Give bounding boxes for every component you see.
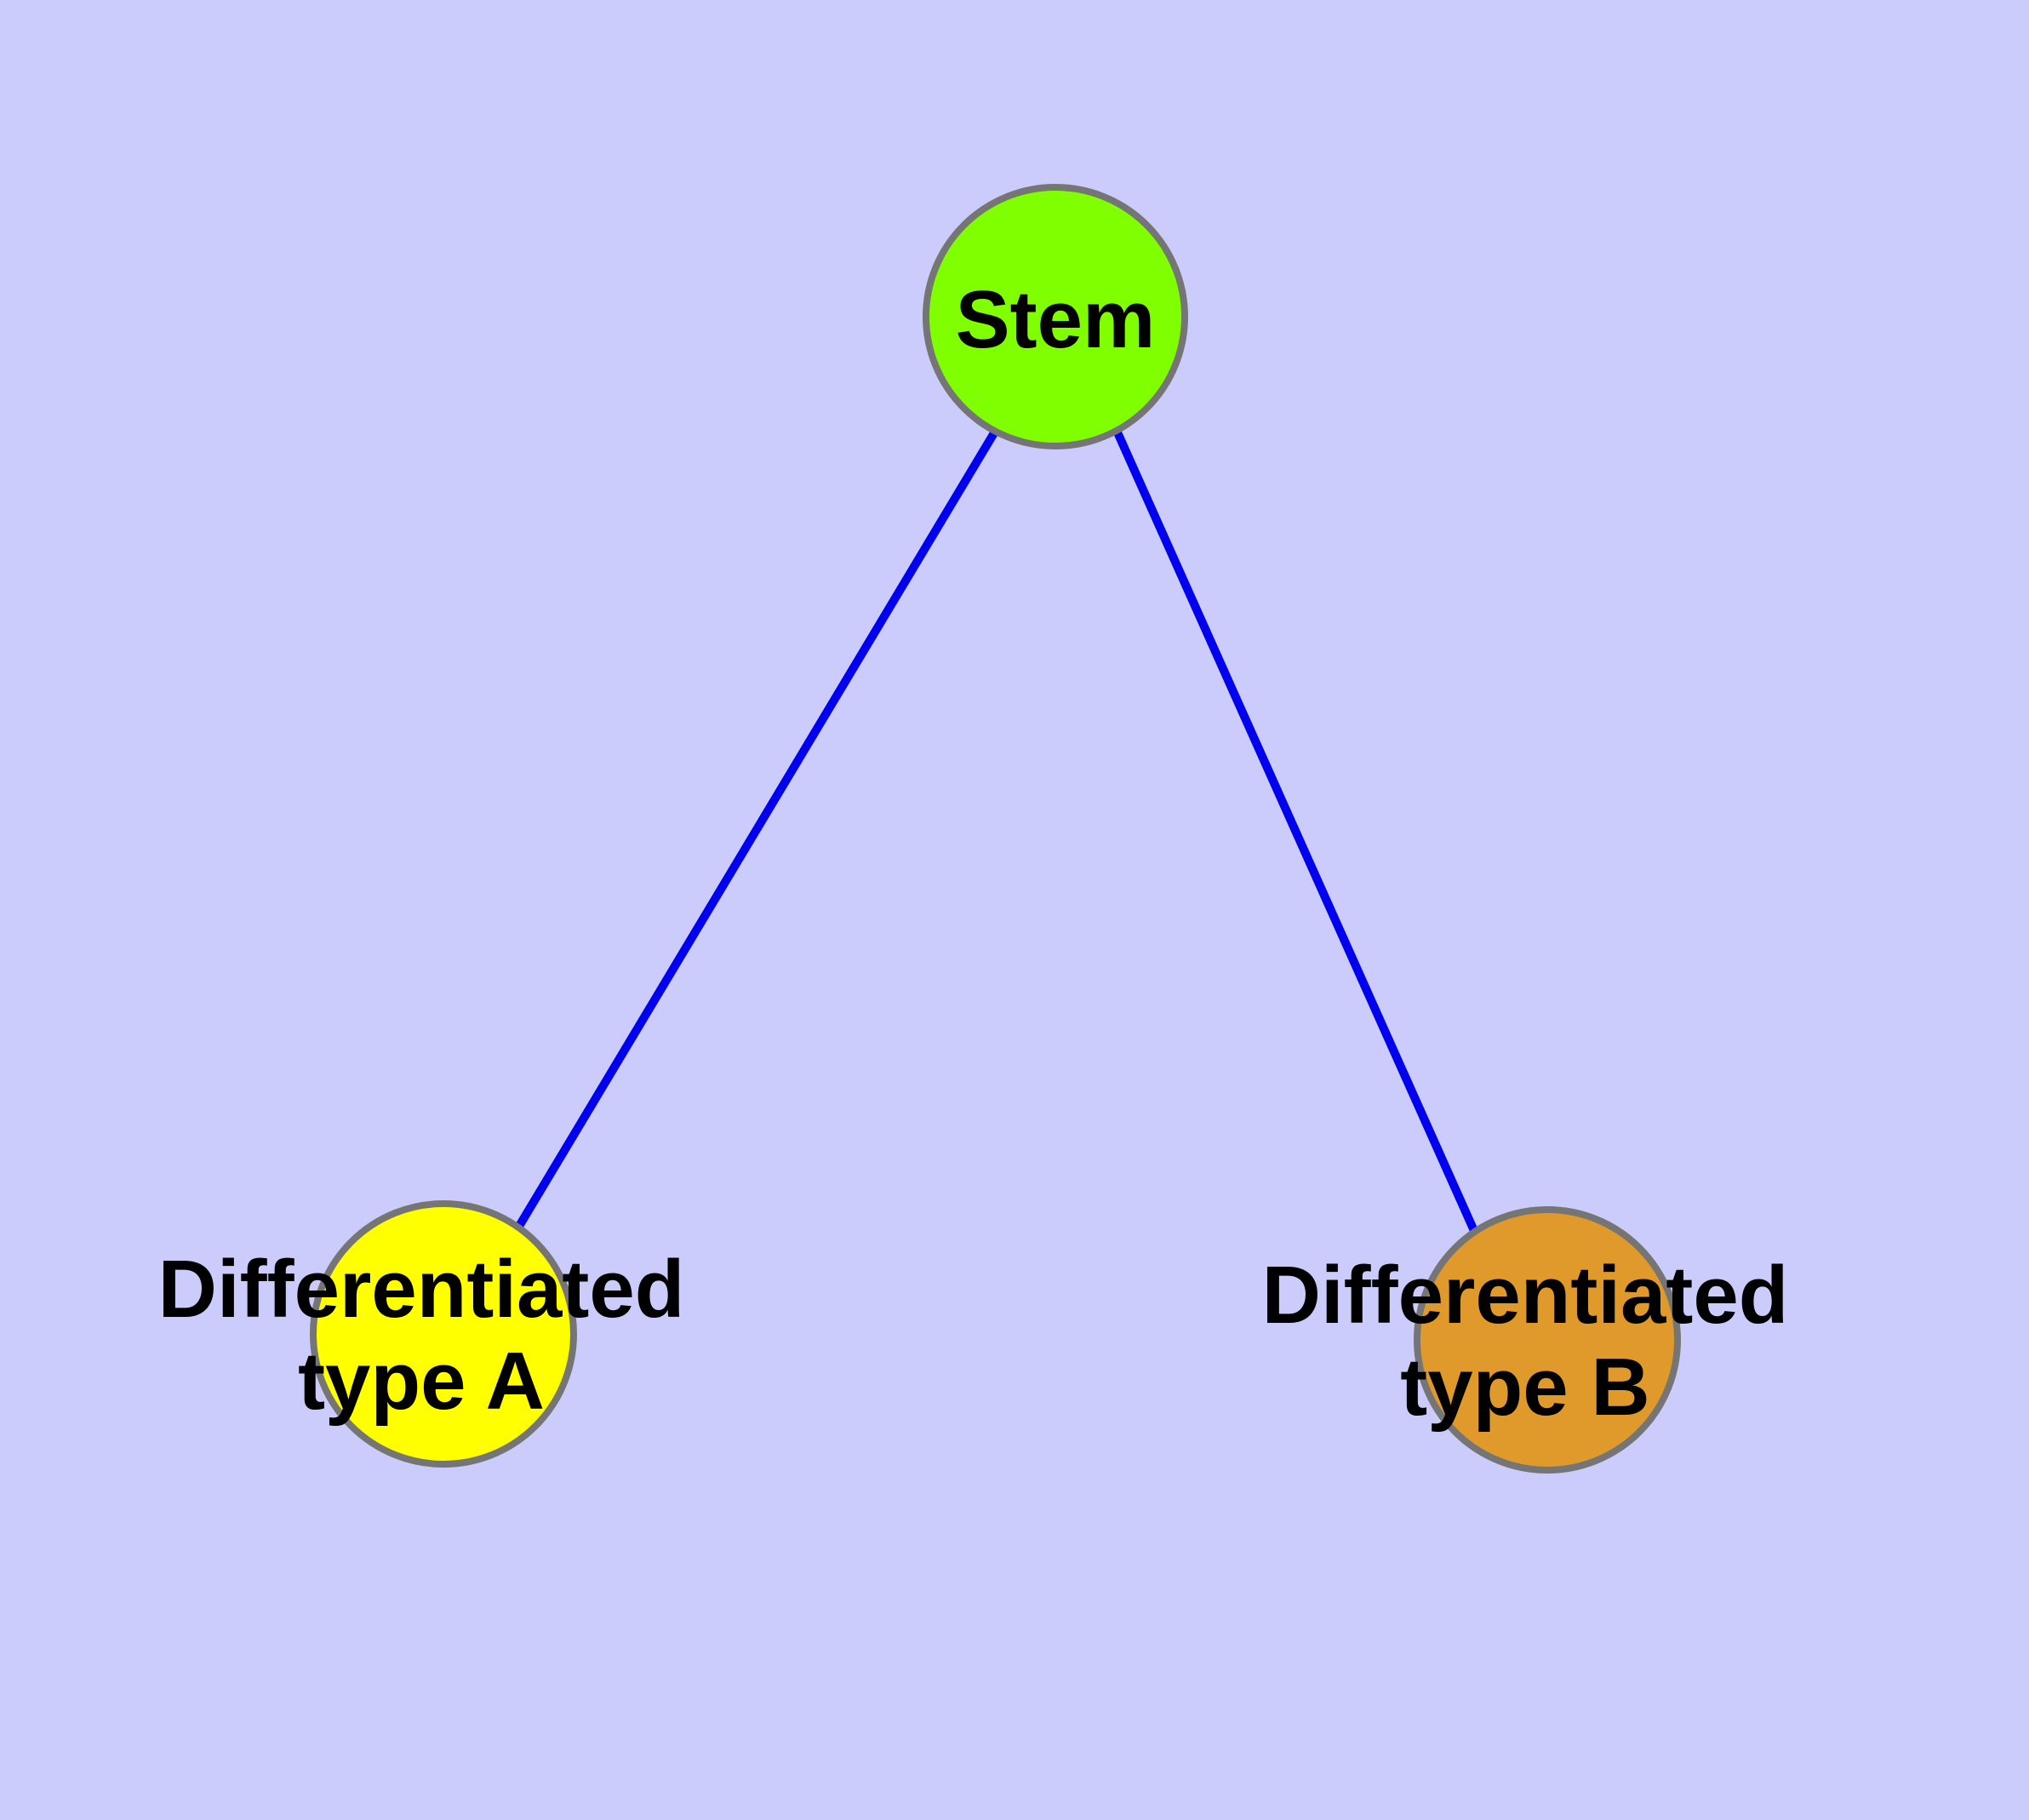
label-line: type A — [298, 1336, 545, 1427]
node-stem-label: Stem — [956, 274, 1156, 365]
label-line: Differentiated — [1262, 1250, 1789, 1341]
node-differentiated-type-b-circle[interactable] — [1414, 1206, 1681, 1474]
label-line: type B — [1400, 1342, 1649, 1433]
edge-layer — [514, 429, 1479, 1235]
node-differentiated-type-a-circle[interactable] — [310, 1200, 577, 1468]
node-layer — [310, 184, 1681, 1474]
label-line: Differentiated — [158, 1244, 685, 1335]
edge-stem-to-differentiated-type-b[interactable] — [1113, 430, 1479, 1235]
node-stem-circle[interactable] — [923, 184, 1188, 449]
label-line: Stem — [956, 274, 1156, 365]
edge-stem-to-differentiated-type-a[interactable] — [514, 429, 999, 1230]
